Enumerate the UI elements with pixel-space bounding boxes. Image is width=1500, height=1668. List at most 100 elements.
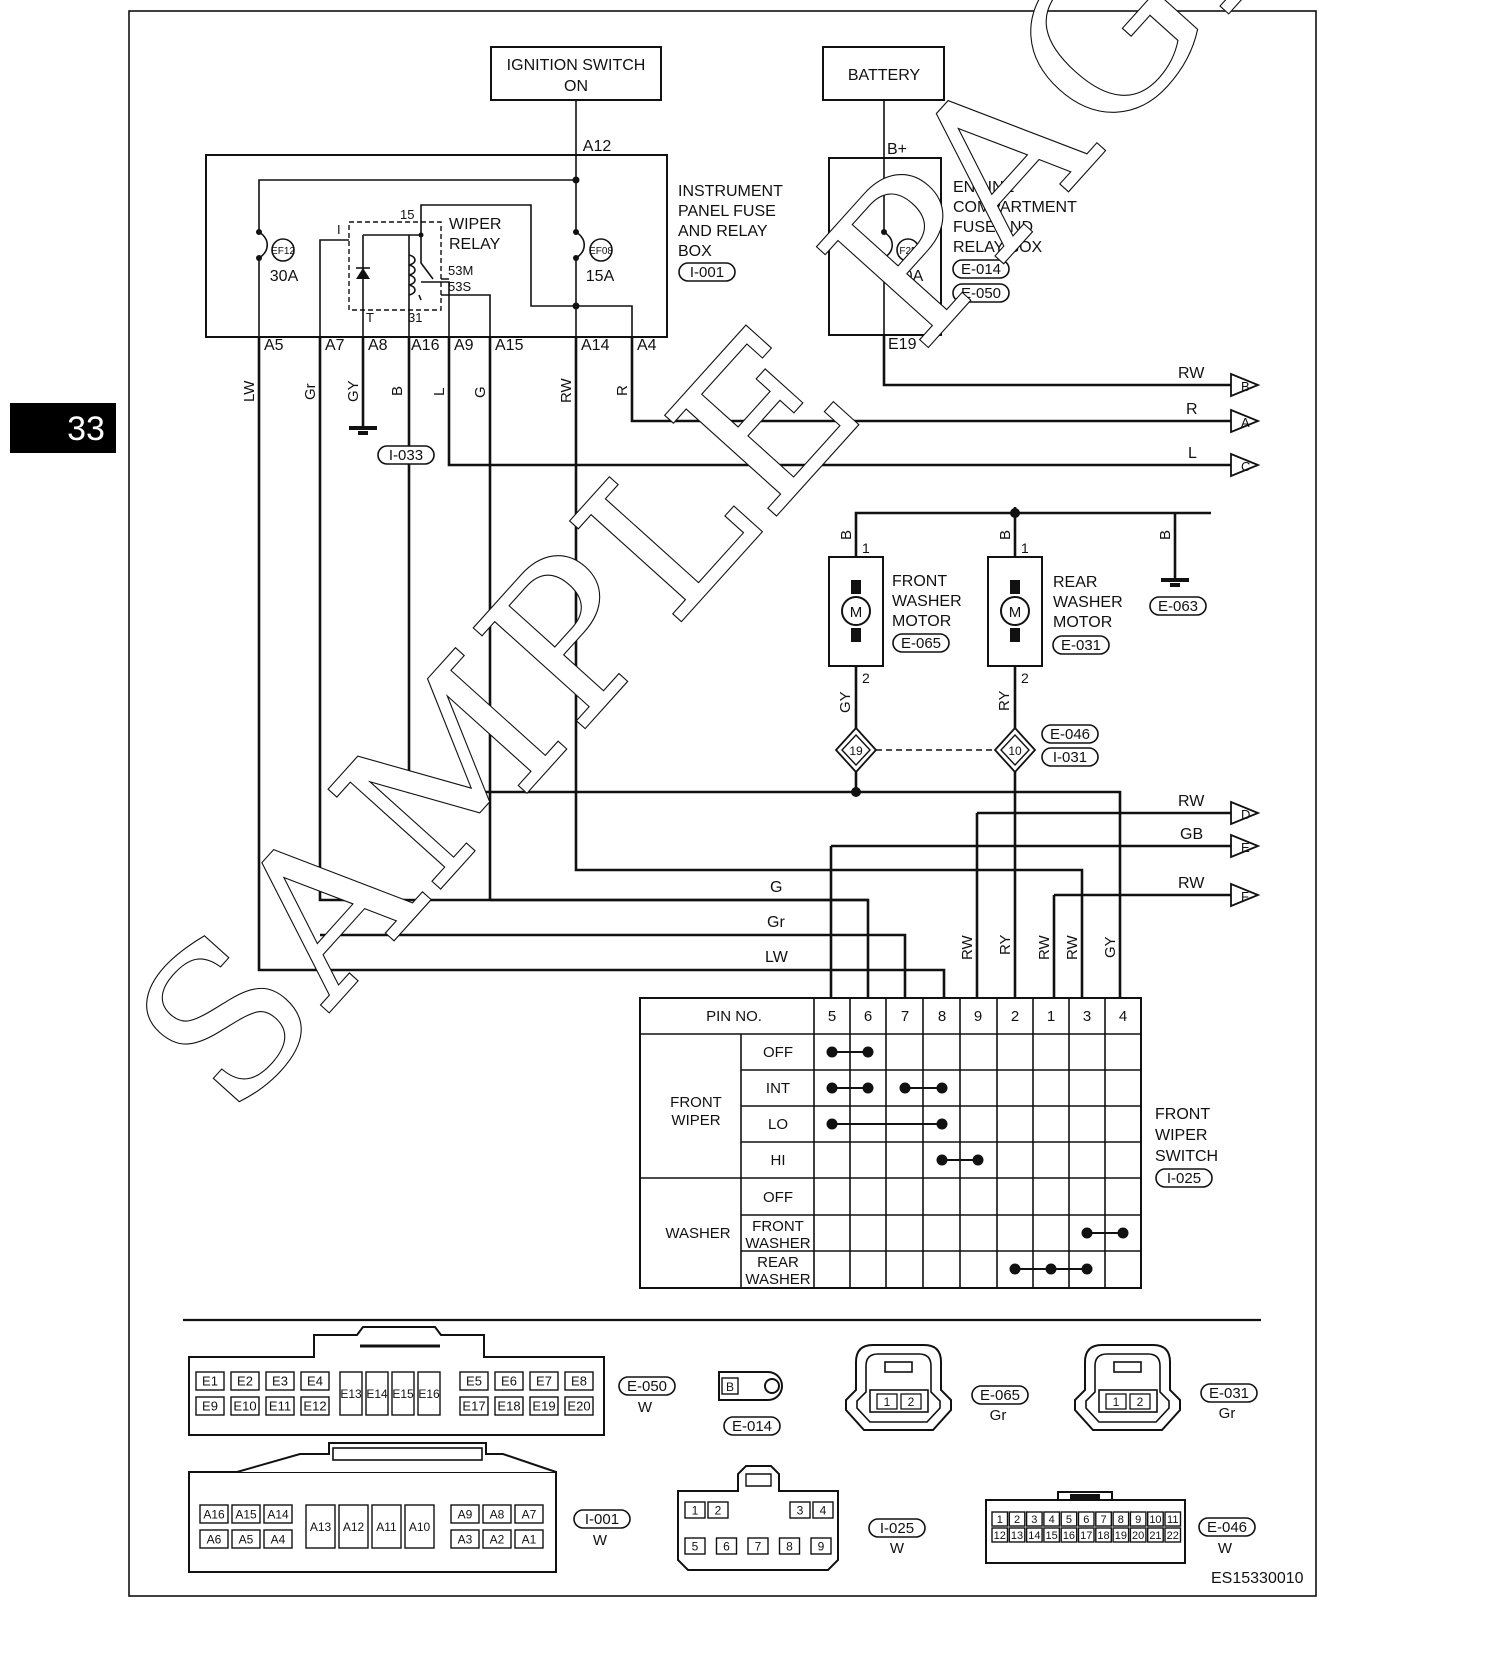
connector-pin-label: E4	[307, 1374, 323, 1389]
figure-code: ES15330010	[1211, 1570, 1304, 1587]
connector-pin-label: E3	[272, 1374, 288, 1389]
connector-pin-label: E12	[303, 1399, 326, 1414]
connector-pin-label: A3	[458, 1532, 473, 1546]
connector-pin-cell	[417, 1371, 441, 1416]
front-motor-title-2: WASHER	[892, 593, 962, 610]
connector-pin-cell	[263, 1504, 293, 1524]
connector-pin-cell	[459, 1396, 489, 1416]
connector-pin-cell	[300, 1396, 330, 1416]
connector-pin-cell	[1129, 1511, 1147, 1527]
switch-row-label: INT	[766, 1080, 790, 1097]
connector-pin-label: 10	[1149, 1514, 1161, 1526]
connector-pin-cell	[265, 1396, 295, 1416]
connector-pin-cell	[564, 1396, 594, 1416]
ground-code: I-033	[389, 447, 423, 464]
connector-pin-cell	[747, 1537, 769, 1555]
connector-pin-cell	[482, 1529, 512, 1549]
wire-label: RW	[1178, 793, 1205, 810]
ip-title-3: AND RELAY	[678, 223, 768, 240]
connector-pin-label: 9	[818, 1539, 825, 1553]
wire-label: GY	[345, 380, 362, 402]
connector-pin-cell	[684, 1501, 706, 1519]
connector-pin-label: 6	[723, 1539, 730, 1553]
wire-label: GB	[1180, 826, 1203, 843]
connector-pin-label: A6	[207, 1532, 222, 1546]
wire-label: Gr	[767, 914, 785, 931]
connector-pin-label: 17	[1080, 1530, 1092, 1542]
connector-pin-label: 2	[715, 1503, 722, 1517]
connector-pin-cell	[494, 1371, 524, 1391]
switch-header: PIN NO.	[706, 1008, 762, 1025]
connector-pin-cell	[230, 1371, 260, 1391]
connector-pin-label: 3	[1031, 1514, 1037, 1526]
front-wiper-switch-table: PIN NO. 5 6 7 8 9 2 1 3 4 FRONT WIPER WA…	[639, 997, 1218, 1289]
connector-pin-cell	[812, 1501, 834, 1519]
connector-pin-cell	[450, 1504, 480, 1524]
arrow-c-icon: C	[1230, 452, 1261, 478]
switch-row-label: WASHER	[745, 1271, 810, 1288]
connector-pin-cell	[778, 1537, 801, 1555]
connector-e014: B E-014	[718, 1371, 783, 1436]
connector-pin-label: A5	[239, 1532, 254, 1546]
e065-pin: 2	[908, 1395, 915, 1409]
switch-group-washer: WASHER	[665, 1225, 730, 1242]
e031-color: Gr	[1219, 1405, 1236, 1422]
connector-pin-cell	[715, 1537, 738, 1555]
connector-pin-cell	[1025, 1527, 1043, 1543]
arrow-a-icon: A	[1230, 408, 1261, 434]
connector-pin-label: E11	[269, 1399, 291, 1414]
switch-pin: 9	[974, 1008, 982, 1025]
motor-icon	[841, 596, 871, 626]
e065-code: E-065	[980, 1387, 1020, 1404]
connector-e065: 1 2 E-065 Gr	[845, 1344, 1029, 1431]
connector-pin-label: E17	[462, 1399, 485, 1414]
ip-code: I-001	[690, 264, 724, 281]
connector-pin-cell	[514, 1504, 544, 1524]
connector-pin-cell	[1112, 1511, 1130, 1527]
fuse-ef12-id: EF12	[271, 246, 295, 257]
connection-arrows: B A C D E F	[1230, 372, 1261, 908]
connector-pin-label: E1	[202, 1374, 218, 1389]
rear-motor-title-3: MOTOR	[1053, 614, 1112, 631]
connector-pin-label: E2	[237, 1374, 253, 1389]
switch-title-1: FRONT	[1155, 1106, 1210, 1123]
connector-pin-label: E5	[466, 1374, 482, 1389]
ip-title-4: BOX	[678, 243, 712, 260]
connector-pin-cell	[1146, 1527, 1164, 1543]
ip-title-2: PANEL FUSE	[678, 203, 776, 220]
connector-pin-label: 2	[1014, 1514, 1020, 1526]
wire-harness	[257, 335, 1231, 998]
connector-pin-label: 8	[786, 1539, 793, 1553]
switch-row-label: REAR	[757, 1254, 799, 1271]
ground-icon	[349, 426, 377, 435]
relay-diode-icon	[356, 268, 370, 279]
fuse-ef08-rating: 15A	[586, 268, 615, 285]
wire-label: RY	[996, 690, 1013, 711]
wire-label: GY	[837, 691, 854, 713]
ip-pin: A4	[637, 337, 657, 354]
i001-code: I-001	[585, 1511, 619, 1528]
connector-pin-cell	[529, 1371, 559, 1391]
connector-pin-label: 4	[1049, 1514, 1055, 1526]
joint-pin-left: 19	[849, 744, 863, 758]
ip-pin: A8	[368, 337, 388, 354]
connector-pin-label: 16	[1063, 1530, 1075, 1542]
connector-pin-label: E6	[501, 1374, 517, 1389]
rear-motor-title-1: REAR	[1053, 574, 1097, 591]
battery-label: BATTERY	[848, 67, 921, 84]
connector-pin-label: 14	[1028, 1530, 1040, 1542]
connector-pin-cell	[1164, 1511, 1182, 1527]
rear-motor-code: E-031	[1061, 637, 1101, 654]
wire-label: RW	[1178, 365, 1205, 382]
arrow-f-icon: F	[1230, 882, 1261, 908]
relay-pin-53m: 53M	[448, 263, 473, 278]
fuse-f25-id: F25	[899, 246, 917, 257]
switch-title-2: WIPER	[1155, 1127, 1207, 1144]
connector-pin-cell	[1008, 1527, 1026, 1543]
continuity-markers	[826, 1046, 1129, 1275]
ec-pin-e19: E19	[888, 336, 917, 353]
connector-pin-cell	[1095, 1527, 1113, 1543]
connector-pin-label: 22	[1167, 1530, 1179, 1542]
